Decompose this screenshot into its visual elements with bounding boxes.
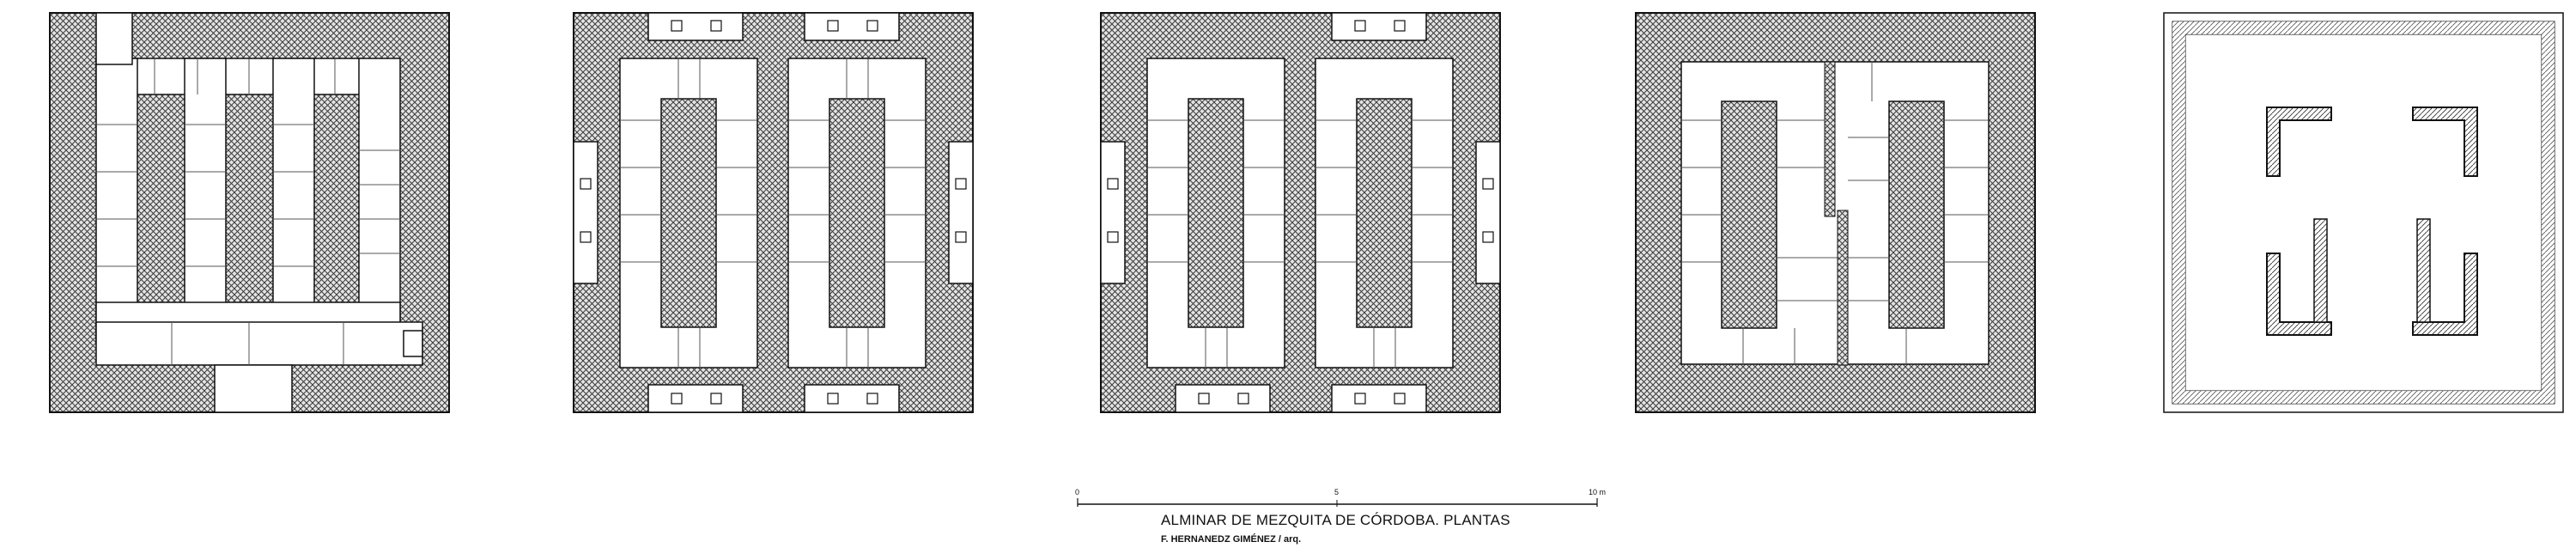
- plan-level-5: [2163, 12, 2564, 413]
- scale-tick-0: 0: [1075, 488, 1079, 496]
- scale-tick-5: 5: [1334, 488, 1339, 496]
- drawing-author: F. HERNANEDZ GIMÉNEZ / arq.: [1161, 534, 1302, 545]
- plan-level-4: [1635, 12, 2036, 413]
- plan-level-2: [573, 12, 974, 413]
- plan-level-1: [49, 12, 450, 413]
- plan-level-3: [1100, 12, 1501, 413]
- scale-bar: 0 5 10 m: [1075, 488, 1606, 507]
- drawing-title: ALMINAR DE MEZQUITA DE CÓRDOBA. PLANTAS: [1161, 512, 1510, 528]
- scale-tick-10: 10 m: [1589, 488, 1606, 496]
